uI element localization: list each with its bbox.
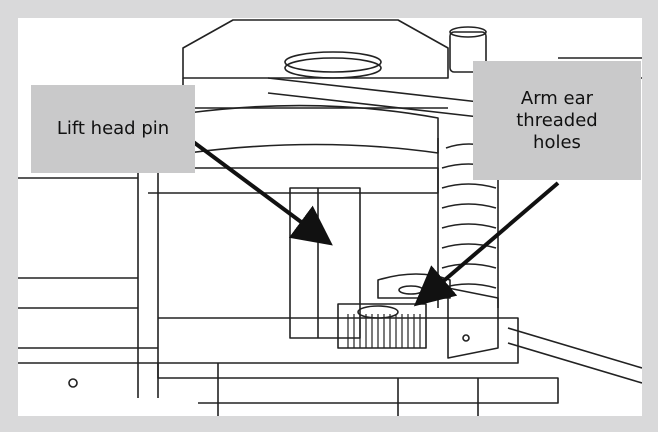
upper-disc	[187, 104, 439, 154]
bolt-left	[68, 378, 78, 388]
callout-label: Lift head pin	[56, 118, 170, 139]
spring-post	[449, 31, 487, 73]
top-boss	[284, 57, 382, 79]
arrow-lift-head-pin	[186, 136, 333, 246]
arrow-arm-ear-holes	[413, 181, 560, 307]
top-plate	[182, 19, 449, 79]
callout-lift-head-pin: Lift head pin	[31, 85, 195, 173]
gear-teeth	[347, 314, 421, 348]
lift-pin-column	[289, 187, 361, 339]
gear-block	[337, 303, 427, 349]
callout-arm-ear-threaded-holes: Arm ear threaded holes	[473, 61, 641, 180]
callout-label: Arm ear threaded holes	[516, 87, 598, 153]
spring-coils	[441, 143, 497, 289]
